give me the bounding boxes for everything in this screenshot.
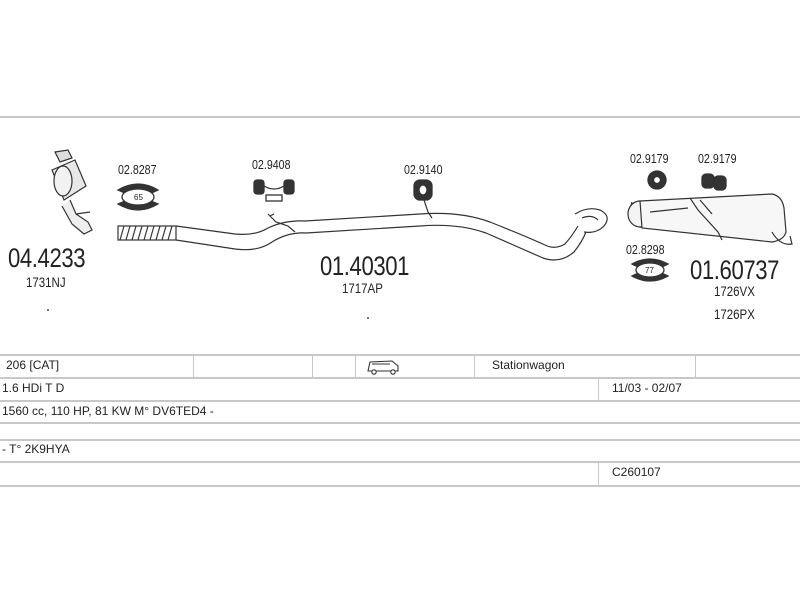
van-icon <box>367 360 399 375</box>
catalyst-code: 1731NJ <box>26 274 66 290</box>
table-col-divider <box>474 355 475 377</box>
table-divider <box>0 422 800 424</box>
rear-silencer-part-number: 01.60737 <box>690 255 780 285</box>
dot-marker <box>47 309 49 311</box>
front-pipe-code: 1717AP <box>342 280 383 296</box>
hanger-center-drawing <box>413 179 433 201</box>
hanger-mid-number: 02.9408 <box>252 157 291 172</box>
table-col-divider <box>598 378 599 400</box>
rear-silencer-drawing <box>627 193 793 245</box>
dot-marker <box>367 317 369 319</box>
table-divider <box>0 400 800 402</box>
clamp-front-number: 02.8287 <box>118 162 157 177</box>
table-divider <box>0 485 800 487</box>
clamp-front-drawing <box>116 183 160 211</box>
clamp-front-badge: 65 <box>134 193 143 202</box>
table-col-divider <box>193 355 194 377</box>
hanger-mid-drawing <box>253 179 295 202</box>
hanger-rear-left-drawing <box>647 170 667 190</box>
table-col-divider <box>312 355 313 377</box>
vehicle-model: 206 [CAT] <box>6 358 60 372</box>
table-divider <box>0 354 800 356</box>
clamp-rear-badge: 77 <box>645 266 654 275</box>
vehicle-years: 11/03 - 02/07 <box>612 381 682 395</box>
clamp-rear-number: 02.8298 <box>626 242 665 257</box>
hanger-rear-right-number: 02.9179 <box>698 151 737 166</box>
table-divider <box>0 461 800 463</box>
vehicle-specs: 1560 cc, 110 HP, 81 KW M° DV6TED4 - <box>2 404 214 418</box>
table-col-divider <box>598 462 599 485</box>
front-pipe-part-number: 01.40301 <box>320 251 410 281</box>
vehicle-type: - T° 2K9HYA <box>2 442 70 456</box>
front-pipe-drawing <box>117 199 608 261</box>
vehicle-engine: 1.6 HDi T D <box>2 381 65 395</box>
vehicle-ref: C260107 <box>612 465 661 479</box>
table-col-divider <box>695 355 696 377</box>
rear-silencer-code-2: 1726PX <box>714 306 755 322</box>
hanger-center-number: 02.9140 <box>404 162 443 177</box>
catalyst-drawing <box>51 149 93 235</box>
hanger-rear-right-drawing <box>701 173 727 191</box>
catalyst-part-number: 04.4233 <box>8 243 86 273</box>
vehicle-body: Stationwagon <box>492 358 565 372</box>
table-divider <box>0 439 800 441</box>
clamp-rear-drawing <box>630 258 670 282</box>
hanger-rear-left-number: 02.9179 <box>630 151 669 166</box>
table-col-divider <box>355 355 356 377</box>
rear-silencer-code-1: 1726VX <box>714 283 755 299</box>
table-divider <box>0 377 800 379</box>
